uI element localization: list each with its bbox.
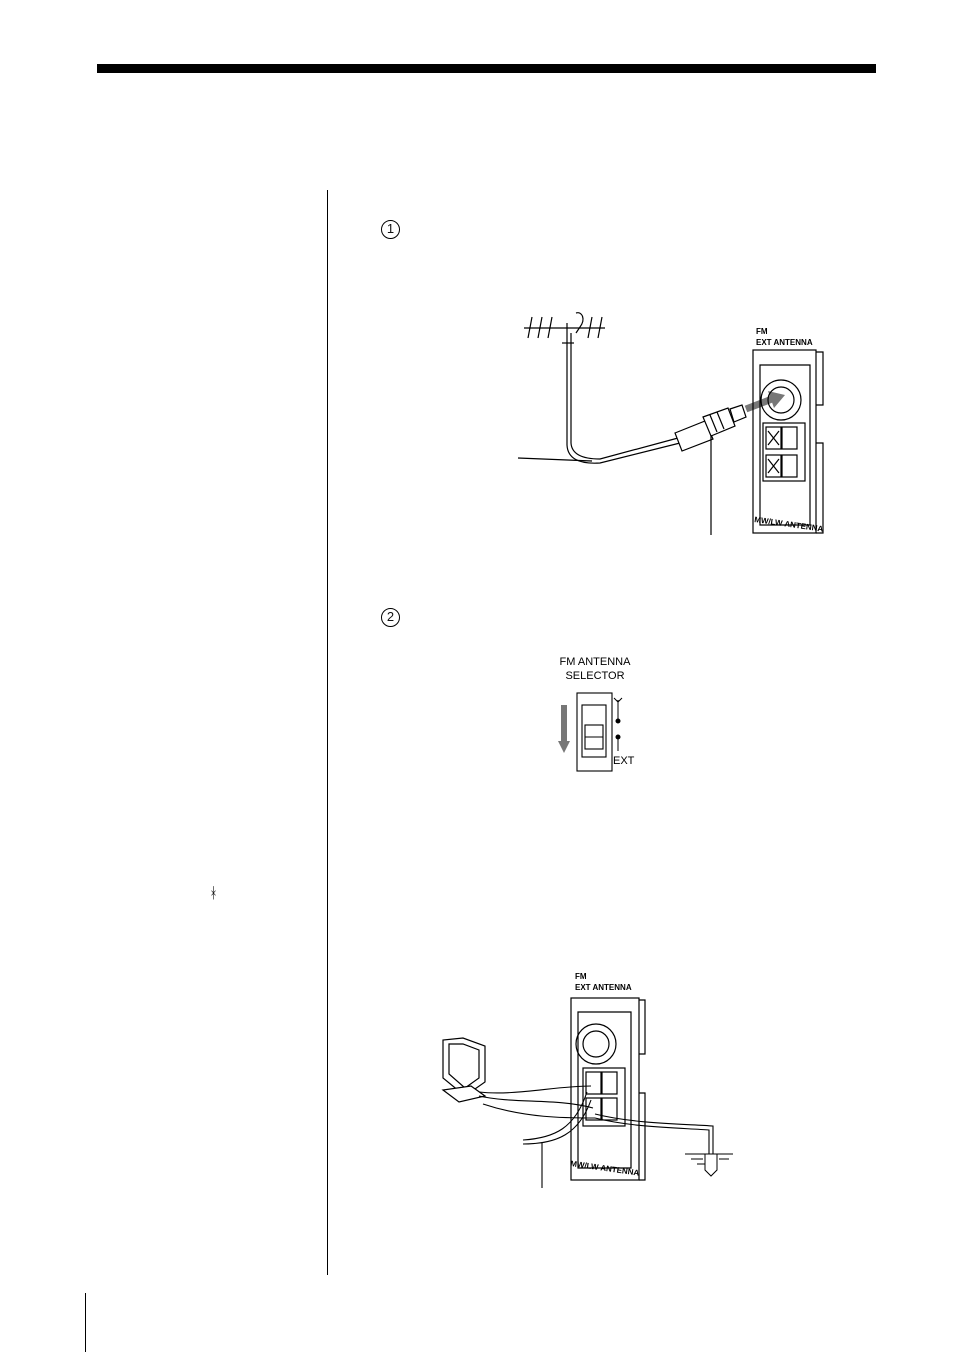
rear-panel [570,997,646,1181]
rear-panel [752,349,824,534]
step-1-marker: 1 [381,220,400,239]
step-2-marker: 2 [381,608,400,627]
antenna-wires [478,1085,714,1188]
selector-ext-label: EXT [613,755,635,767]
ground-rod-icon [685,1153,733,1177]
footer-rule [85,1293,86,1352]
selector-frame [576,692,613,772]
ext-position-marker [615,734,621,751]
antenna-position-icon [613,697,623,724]
fm-antenna-connection-figure: FM EXT ANTENNA MW/LW ANTENNA [517,312,824,535]
fm-antenna-selector-figure: FM ANTENNA SELECTOR EXT [558,656,635,772]
panel-label-mwlw: MW/LW ANTENNA [570,1159,640,1178]
column-divider [327,190,328,1275]
mwlw-antenna-connection-figure: FM EXT ANTENNA MW/LW ANTENNA [441,972,733,1188]
loop-antenna-icon [441,1037,487,1103]
ground-symbol: ᚼ [209,885,219,902]
panel-title-ext-antenna: EXT ANTENNA [756,338,813,347]
panel-title-fm: FM [756,327,768,336]
panel-title-fm: FM [575,972,587,981]
panel-label-mwlw: MW/LW ANTENNA [754,515,824,534]
fm-plug [674,404,747,535]
outdoor-antenna-icon [524,312,605,363]
coaxial-cable [517,363,681,464]
slide-down-arrow-icon [558,741,570,753]
selector-title-line-2: SELECTOR [565,670,624,682]
selector-title-line-1: FM ANTENNA [560,656,632,668]
header-rule [97,64,876,73]
panel-title-ext-antenna: EXT ANTENNA [575,983,632,992]
